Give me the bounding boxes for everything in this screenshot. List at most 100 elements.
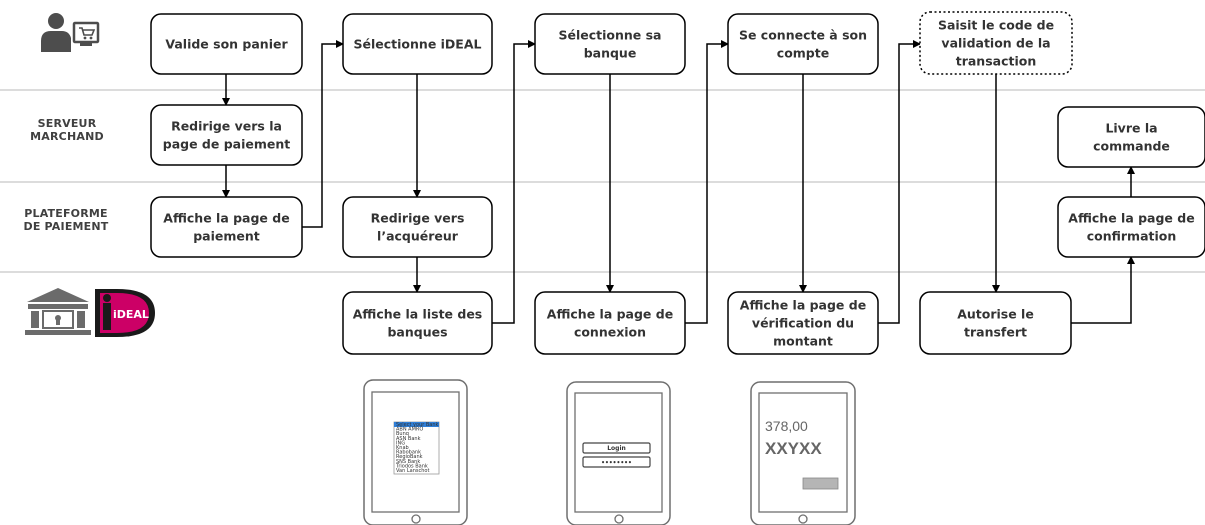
bank-option: RegioBank — [396, 454, 423, 460]
bank-option: SNS Bank — [396, 459, 420, 465]
edge-affiche-liste-banques-to-selectionne-banque — [492, 40, 536, 324]
node-box — [534, 291, 686, 355]
tablet-home-button — [798, 514, 808, 524]
node-connecte-compte: Se connecte à son compte — [727, 13, 879, 75]
tablet-verification: 378,00 XXYXX — [750, 381, 856, 525]
node-selectionne-banque: Sélectionne sa banque — [534, 13, 686, 75]
lane-label-merchant-line2: MARCHAND — [30, 130, 104, 143]
amount-value: 378,00 — [765, 418, 808, 434]
bank-option: Bunq — [396, 431, 409, 437]
node-label-line: compte — [777, 46, 829, 61]
node-label-line: validation de la — [941, 36, 1050, 51]
node-autorise-transfert: Autorise le transfert — [919, 291, 1072, 355]
node-label-line: Se connecte à son — [739, 28, 867, 43]
node-label-line: Affiche la page de — [163, 211, 289, 226]
verification-code: XXYXX — [765, 439, 822, 458]
node-box — [919, 11, 1073, 75]
node-box — [342, 13, 493, 75]
bank-option: ASN Bank — [396, 436, 421, 442]
tablet-screen — [758, 392, 848, 513]
node-box — [919, 291, 1072, 355]
node-label-line: Affiche la page de — [547, 307, 673, 322]
node-box — [150, 196, 303, 258]
login-label: Login — [607, 445, 626, 452]
bank-option: Knab — [396, 445, 409, 451]
password-field — [582, 456, 651, 468]
edge-autorise-transfert-to-affiche-confirmation — [1071, 256, 1135, 324]
node-label-line: banque — [584, 46, 637, 61]
ideal-logo-text: iDEAL — [113, 308, 149, 321]
node-box — [534, 13, 686, 75]
node-label-line: Autorise le — [957, 307, 1034, 322]
node-label-line: commande — [1093, 139, 1170, 154]
node-label-line: Sélectionne iDEAL — [354, 37, 482, 52]
node-label-line: paiement — [193, 229, 260, 244]
node-affiche-confirmation: Affiche la page de confirmation — [1057, 196, 1205, 258]
node-label-line: Sélectionne sa — [558, 28, 661, 43]
node-label-line: Affiche la page de — [1068, 211, 1194, 226]
node-box — [150, 13, 303, 75]
bank-dropdown-highlight — [394, 422, 439, 427]
node-label-line: Valide son panier — [165, 37, 288, 52]
bank-building-icon — [25, 288, 91, 335]
node-box — [150, 104, 303, 166]
ideal-logo: iDEAL — [95, 289, 155, 337]
node-label-line: page de paiement — [163, 137, 290, 152]
tablet-home-button — [614, 514, 624, 524]
edge-affiche-page-paiement-to-selectionne-ideal — [302, 40, 344, 228]
node-label-line: banques — [387, 325, 447, 340]
login-field — [582, 442, 651, 454]
node-affiche-verification: Affiche la page de vérification du montant — [727, 291, 879, 355]
node-label-line: l’acquéreur — [377, 229, 459, 244]
node-label-line: Affiche la page de — [740, 298, 866, 313]
node-livre-commande: Livre la commande — [1057, 106, 1205, 168]
lane-label-merchant-line1: SERVEUR — [38, 117, 97, 130]
lane-label-platform-line1: PLATEFORME — [24, 207, 108, 220]
shopper-at-computer-icon — [41, 13, 100, 52]
node-affiche-page-paiement: Affiche la page de paiement — [150, 196, 303, 258]
edge-affiche-page-connexion-to-connecte-compte — [685, 40, 729, 324]
node-affiche-page-connexion: Affiche la page de connexion — [534, 291, 686, 355]
tablet-login: Login •••••••• — [566, 381, 671, 525]
node-label-line: montant — [773, 334, 833, 349]
node-box — [1057, 106, 1205, 168]
tablet-home-button — [411, 514, 421, 524]
node-redirige-acquereur: Redirige vers l’acquéreur — [342, 196, 493, 258]
node-label-line: Saisit le code de — [938, 18, 1054, 33]
bank-option: Van Lanschot — [396, 468, 429, 474]
node-label-line: Affiche la liste des — [353, 307, 483, 322]
node-box — [727, 13, 879, 75]
password-mask: •••••••• — [601, 460, 632, 467]
bank-option: ABN AMRO — [396, 427, 423, 433]
node-valide-panier: Valide son panier — [150, 13, 303, 75]
node-label-line: transaction — [956, 54, 1037, 69]
bank-option: ING — [396, 440, 405, 446]
node-saisit-code: Saisit le code de validation de la transac… — [919, 11, 1073, 75]
node-redirige-paiement: Redirige vers la page de paiement — [150, 104, 303, 166]
node-label-line: Livre la — [1105, 121, 1157, 136]
node-label-line: vérification du — [752, 316, 854, 331]
flow-edges — [222, 40, 1135, 324]
node-selectionne-ideal: Sélectionne iDEAL — [342, 13, 493, 75]
node-label-line: transfert — [964, 325, 1027, 340]
node-box — [727, 291, 879, 355]
node-box — [1057, 196, 1205, 258]
node-box — [342, 291, 493, 355]
node-label-line: connexion — [574, 325, 646, 340]
node-label-line: Redirige vers — [371, 211, 465, 226]
bank-option: Select your Bank — [396, 422, 439, 428]
bank-option: Rabobank — [396, 450, 421, 456]
node-label-line: confirmation — [1087, 229, 1177, 244]
node-affiche-liste-banques: Affiche la liste des banques — [342, 291, 493, 355]
edge-affiche-verification-to-saisit-code — [878, 40, 921, 324]
bank-option: Triodos Bank — [395, 463, 428, 469]
confirm-button-graphic — [802, 477, 839, 490]
lane-label-platform-line2: DE PAIEMENT — [23, 220, 108, 233]
node-label-line: Redirige vers la — [171, 119, 282, 134]
node-box — [342, 196, 493, 258]
